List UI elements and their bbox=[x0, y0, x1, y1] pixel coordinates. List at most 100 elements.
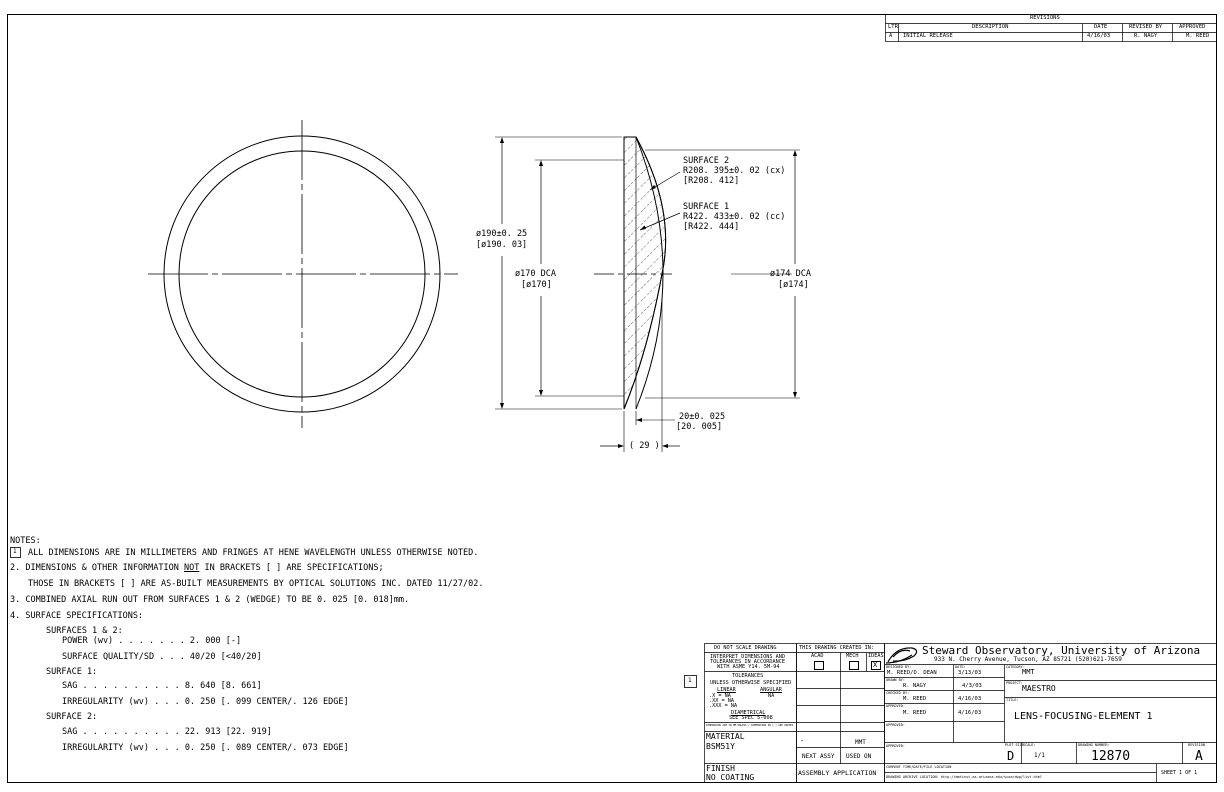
surface-2-heading: SURFACE 2: bbox=[46, 712, 98, 722]
note-2: 2. DIMENSIONS & OTHER INFORMATION NOT IN… bbox=[10, 564, 384, 573]
surfaces-1-2-heading: SURFACES 1 & 2: bbox=[46, 626, 123, 636]
front-view bbox=[148, 120, 458, 428]
revision-letter: A bbox=[1195, 749, 1203, 764]
surface-1-asbuilt: [R422. 444] bbox=[683, 222, 740, 232]
observatory-logo-mark bbox=[885, 647, 918, 664]
angular-na: NA bbox=[768, 693, 775, 699]
organization-address: 933 N. Cherry Avenue, Tucson, AZ 85721 (… bbox=[934, 656, 1122, 663]
designed-label: DESIGNED BY: bbox=[886, 665, 912, 669]
software-acad: ACAD bbox=[811, 653, 824, 659]
see-spec: SEE SPEC 5-008 bbox=[729, 715, 773, 721]
approved-1-label: APPROVED: bbox=[886, 704, 905, 708]
date-label: DATE: bbox=[955, 665, 966, 669]
outer-diameter-spec: ø190±0. 25 bbox=[476, 229, 528, 239]
rev-header-date: DATE bbox=[1094, 24, 1108, 30]
rev-row-approved: M. REED bbox=[1186, 33, 1210, 39]
rev-header-ltr: LTR bbox=[888, 24, 898, 30]
drawing-number: 12870 bbox=[1091, 749, 1131, 764]
tol-x: .X = NA bbox=[709, 693, 731, 699]
used-on-mmt: MMT bbox=[855, 739, 866, 746]
thickness-asbuilt: [20. 005] bbox=[676, 422, 723, 432]
surface-1-radius: R422. 433±0. 02 (cc) bbox=[683, 212, 786, 222]
title-label: TITLE: bbox=[1006, 698, 1019, 702]
drawn-value: R. NAGY bbox=[903, 683, 927, 689]
sheet-number: SHEET 1 OF 1 bbox=[1161, 770, 1198, 776]
lens-section-hatched bbox=[623, 136, 667, 410]
project-value: MAESTRO bbox=[1022, 684, 1056, 693]
finish-label: FINISH bbox=[706, 764, 735, 773]
outer-diameter-asbuilt: [ø190. 03] bbox=[476, 240, 528, 250]
interpret-line-3: WITH ASME Y14. 5M-94 bbox=[717, 664, 780, 670]
drawn-date: 4/3/03 bbox=[962, 683, 982, 689]
rev-row-date: 4/16/03 bbox=[1087, 33, 1111, 39]
tolerance-marker-number: 1 bbox=[688, 677, 692, 684]
surface-1-heading: SURFACE 1: bbox=[46, 667, 98, 677]
plot-size-label: PLOT SIZE bbox=[1005, 743, 1024, 747]
note-1-box bbox=[10, 547, 21, 558]
rev-header-approved: APPROVED bbox=[1179, 24, 1206, 30]
irregularity-1-spec: IRREGULARITY (wv) . . . 0. 250 [. 099 CE… bbox=[62, 697, 349, 707]
unless-specified: UNLESS OTHERWISE SPECIFIED bbox=[710, 680, 792, 686]
plot-size-value: D bbox=[1007, 749, 1015, 763]
checked-value: M. REED bbox=[903, 696, 927, 702]
tol-xxx: .XXX = NA bbox=[709, 703, 738, 709]
checkbox-ideas[interactable] bbox=[871, 661, 881, 670]
software-mech: MECH bbox=[846, 653, 859, 659]
sheet-border bbox=[7, 14, 1217, 783]
diametrical-heading: DIAMETRICAL bbox=[731, 710, 766, 716]
sag-1-spec: SAG . . . . . . . . . . 8. 640 [8. 661] bbox=[62, 681, 262, 691]
current-location-label: CURRENT TIME/DATE/FILE LOCATION bbox=[886, 765, 952, 769]
dca-right-spec: ø174 DCA bbox=[770, 269, 811, 279]
interpret-line-1: INTERPRET DIMENSIONS AND bbox=[710, 654, 785, 660]
angular-heading: ANGULAR bbox=[760, 687, 782, 693]
side-view bbox=[495, 136, 800, 452]
revision-label: REVISION bbox=[1188, 743, 1205, 747]
thickness-spec: 20±0. 025 bbox=[679, 412, 726, 422]
surface-2-label: SURFACE 2 bbox=[683, 156, 730, 166]
power-spec: POWER (wv) . . . . . . . 2. 000 [-] bbox=[62, 636, 242, 646]
tol-xx: .XX = NA bbox=[709, 698, 734, 704]
revisions-title: REVISIONS bbox=[1030, 15, 1060, 21]
rev-row-description: INITIAL RELEASE bbox=[903, 33, 953, 39]
scale-label: SCALE: bbox=[1023, 743, 1036, 747]
material-label: MATERIAL bbox=[706, 732, 745, 741]
software-ideas: IDEAS bbox=[868, 653, 884, 659]
surface-quality-spec: SURFACE QUALITY/SD . . . 40/20 [<40/20] bbox=[62, 652, 262, 662]
tolerances-heading: TOLERANCES bbox=[732, 673, 764, 679]
material-value: BSM51Y bbox=[706, 742, 735, 751]
checkbox-acad[interactable] bbox=[814, 661, 824, 670]
rev-header-description: DESCRIPTION bbox=[972, 24, 1009, 30]
category-value: MMT bbox=[1022, 668, 1035, 676]
note-3: 3. COMBINED AXIAL RUN OUT FROM SURFACES … bbox=[10, 595, 410, 605]
rev-row-ltr: A bbox=[889, 33, 893, 39]
dca-right-asbuilt: [ø174] bbox=[778, 280, 809, 290]
archive-location: DRAWING ARCHIVE LOCATION: http://mmtinst… bbox=[886, 775, 1042, 779]
used-on-label: USED ON bbox=[846, 753, 872, 760]
note-2-line-2: THOSE IN BRACKETS [ ] ARE AS-BUILT MEASU… bbox=[28, 579, 484, 589]
tolerance-note-box bbox=[684, 675, 697, 688]
dca-left-spec: ø170 DCA bbox=[515, 269, 556, 279]
revisions-table-lines bbox=[885, 14, 1217, 42]
surface-2-curve bbox=[635, 136, 664, 410]
approved-3-label: APPROVED: bbox=[886, 744, 905, 748]
drawn-label: DRAWN BY: bbox=[886, 678, 905, 682]
created-in-label: THIS DRAWING CREATED IN: bbox=[799, 645, 874, 651]
checked-date: 4/16/03 bbox=[958, 696, 982, 702]
scale-value: 1/1 bbox=[1034, 752, 1045, 759]
approved-1-value: M. REED bbox=[903, 710, 927, 716]
notes-heading: NOTES: bbox=[10, 536, 41, 546]
linear-heading: LINEAR bbox=[717, 687, 736, 693]
next-assy-label: NEXT ASSY bbox=[802, 753, 835, 760]
rev-row-revised-by: R. NAGY bbox=[1134, 33, 1158, 39]
note-2-end: IN BRACKETS [ ] ARE SPECIFICATIONS; bbox=[199, 563, 384, 573]
surface-2-asbuilt: [R208. 412] bbox=[683, 176, 740, 186]
designed-date: 3/13/03 bbox=[958, 670, 982, 676]
rev-header-revised-by: REVISED BY bbox=[1129, 24, 1163, 30]
note-1-number: 1 bbox=[13, 548, 17, 555]
checkbox-mech[interactable] bbox=[849, 661, 859, 670]
edge-thickness-reference: ( 29 ) bbox=[629, 441, 660, 451]
organization-name: Steward Observatory, University of Arizo… bbox=[922, 644, 1201, 657]
fine-print-units: DIMENSIONS ARE IN MM UNLESS / DIMENSIONS… bbox=[706, 724, 794, 727]
drawing-number-label: DRAWING NUMBER: bbox=[1078, 743, 1110, 747]
